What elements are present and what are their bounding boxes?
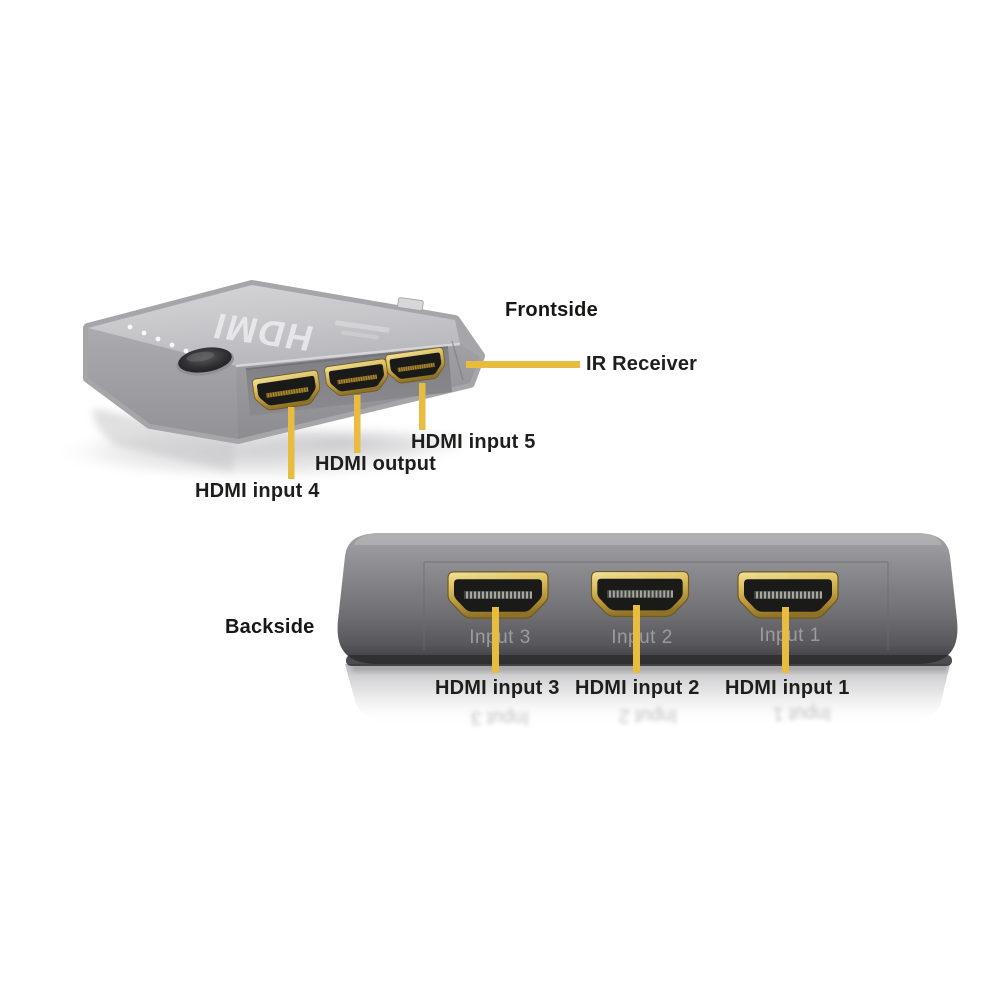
hdmi-input3-label: HDMI input 3 (435, 677, 560, 699)
engraving-input3: Input 3 (469, 627, 531, 648)
front-device-left-face (88, 328, 238, 439)
reflection-engraving-input1: Input 1 (773, 703, 831, 724)
back-device-bottom-edge (346, 655, 952, 666)
back-device-reflection: Input 3 Input 2 Input 1 (345, 664, 950, 728)
engraving-input1: Input 1 (759, 625, 821, 646)
engraving-input2: Input 2 (611, 627, 673, 648)
hdmi-input2-label: HDMI input 2 (575, 677, 700, 699)
leader-lines (288, 361, 789, 673)
hdmi-port-back-input1 (737, 571, 839, 619)
hdmi-port-front-middle (323, 358, 391, 398)
backside-title: Backside (225, 616, 315, 638)
hdmi-port-front-right (384, 346, 448, 386)
hdmi-port-back-input2 (590, 570, 690, 618)
back-panel-seams (423, 561, 889, 650)
reflection-engraving-input2: Input 2 (619, 705, 677, 726)
ir-window (397, 297, 424, 311)
ir-receiver-line (466, 361, 580, 368)
hdmi-input4-label: HDMI input 4 (195, 480, 320, 502)
output-line (354, 395, 361, 453)
hdmi-input1-label: HDMI input 1 (725, 677, 850, 699)
led-indicators (127, 324, 189, 354)
hdmi-port-back-input3 (447, 571, 549, 619)
front-device-photo: HDMI (45, 280, 490, 482)
input4-line (288, 407, 295, 479)
hdmi-output-label: HDMI output (315, 453, 437, 475)
reflection-engraving-input3: Input 3 (471, 707, 529, 728)
back-device-top-bevel (354, 533, 941, 545)
hdmi-port-front-left (251, 369, 323, 413)
input5-line (419, 383, 426, 430)
hdmi-input5-label: HDMI input 5 (411, 431, 536, 453)
input2-line (633, 605, 640, 673)
power-button (176, 347, 235, 376)
port-engravings: Input 3 Input 2 Input 1 (469, 625, 821, 648)
input3-line (492, 607, 499, 673)
input1-line (782, 607, 789, 673)
ir-receiver-label: IR Receiver (586, 353, 698, 375)
front-device-top-face (88, 285, 460, 366)
frontside-title: Frontside (505, 299, 598, 321)
